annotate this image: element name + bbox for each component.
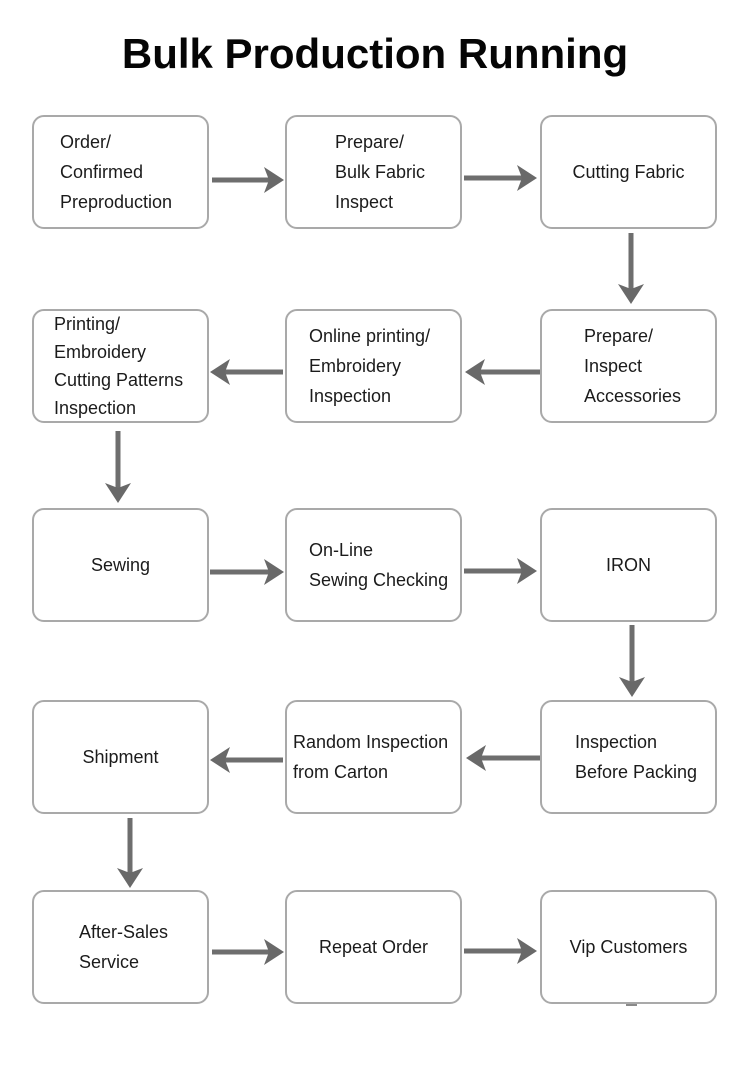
flow-node-random-inspection-from-carton: Random Inspection from Carton (285, 700, 462, 814)
flow-node-label: Bulk Fabric (335, 162, 426, 182)
flow-node-repeat-order: Repeat Order (285, 890, 462, 1004)
flow-node-label: Embroidery (309, 356, 402, 376)
flow-node-iron: IRON (540, 508, 717, 622)
flow-node-label: Prepare/ (584, 326, 654, 346)
flow-node-label: Sewing (90, 555, 151, 575)
flow-node-label: Vip Customers (569, 937, 688, 957)
flow-node-cutting-fabric: Cutting Fabric (540, 115, 717, 229)
flow-node-label: Printing/ (54, 314, 121, 334)
flow-node-label: Before Packing (575, 762, 698, 782)
flow-node-label: Shipment (82, 747, 159, 767)
flow-node-vip-customers: Vip Customers (540, 890, 717, 1004)
flow-node-label: Repeat Order (318, 937, 429, 957)
flow-node-label: Confirmed (60, 162, 144, 182)
flow-node-label: After-Sales (79, 922, 169, 942)
flow-node-label: Prepare/ (335, 132, 405, 152)
flow-node-label: Order/ (60, 132, 112, 152)
flow-node-label: On-Line (309, 540, 374, 560)
flow-node-label: Preproduction (60, 192, 173, 212)
flow-node-label: Online printing/ (309, 326, 431, 346)
flow-node-label: IRON (606, 555, 651, 575)
flow-node-label: Inspect (335, 192, 394, 212)
stray-mark (626, 1004, 637, 1006)
flow-node-label: Cutting Patterns (54, 370, 184, 390)
flow-node-label: Inspection (309, 386, 392, 406)
flow-node-label: Sewing Checking (309, 570, 449, 590)
flow-node-shipment: Shipment (32, 700, 209, 814)
flow-node-sewing: Sewing (32, 508, 209, 622)
flow-node-label: Service (79, 952, 140, 972)
flow-node-label: from Carton (293, 762, 389, 782)
flow-node-label: Inspection (575, 732, 658, 752)
flow-node-label: Random Inspection (293, 732, 449, 752)
flow-node-label: Cutting Fabric (572, 162, 685, 182)
page-title: Bulk Production Running (121, 30, 629, 77)
flow-node-label: Inspect (584, 356, 643, 376)
flow-node-label: Accessories (584, 386, 682, 406)
flow-node-label: Inspection (54, 398, 137, 418)
flow-node-label: Embroidery (54, 342, 147, 362)
